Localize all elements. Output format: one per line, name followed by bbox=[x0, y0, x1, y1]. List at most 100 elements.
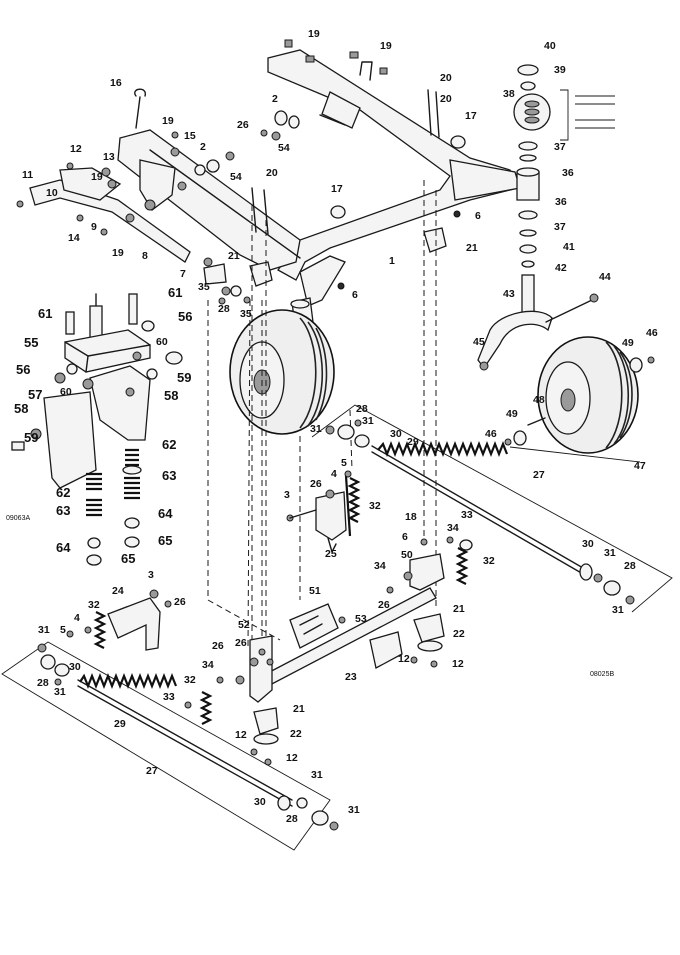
callout-62: 62 bbox=[162, 437, 176, 452]
callout-64: 64 bbox=[158, 506, 173, 521]
callout-28: 28 bbox=[218, 303, 230, 315]
callout-1: 1 bbox=[389, 255, 395, 267]
callout-38: 38 bbox=[503, 88, 515, 100]
callout-21: 21 bbox=[466, 242, 478, 254]
callout-24: 24 bbox=[112, 585, 124, 597]
callout-62: 62 bbox=[56, 485, 70, 500]
callout-29: 29 bbox=[407, 436, 419, 448]
callout-11: 11 bbox=[22, 169, 33, 181]
callout-6: 6 bbox=[402, 531, 408, 543]
callout-12: 12 bbox=[70, 143, 82, 155]
callout-12: 12 bbox=[235, 729, 247, 741]
callout-23: 23 bbox=[345, 671, 357, 683]
callout-30: 30 bbox=[582, 538, 594, 550]
upper-right-spring-rod bbox=[311, 404, 673, 613]
main-drawing-code: 08025B bbox=[590, 671, 614, 678]
callout-5: 5 bbox=[341, 457, 347, 469]
inset-seat-suspension bbox=[11, 293, 183, 566]
callout-56: 56 bbox=[16, 362, 30, 377]
callout-55: 55 bbox=[24, 335, 38, 350]
assembly-leader-lines bbox=[207, 180, 437, 700]
callout-25: 25 bbox=[325, 548, 337, 560]
callout-22: 22 bbox=[453, 628, 465, 640]
callout-28: 28 bbox=[624, 560, 636, 572]
callout-36: 36 bbox=[562, 167, 574, 179]
callout-26: 26 bbox=[378, 599, 390, 611]
callout-47: 47 bbox=[634, 460, 646, 472]
lower-left-lift-arm bbox=[66, 589, 279, 766]
callout-37: 37 bbox=[554, 221, 566, 233]
lower-left-spring-rod bbox=[1, 641, 339, 851]
callout-7: 7 bbox=[180, 268, 186, 280]
callout-60: 60 bbox=[60, 386, 72, 398]
inset-drawing-code: 09063A bbox=[6, 515, 30, 522]
callout-18: 18 bbox=[405, 511, 417, 523]
callout-15: 15 bbox=[184, 130, 196, 142]
callout-32: 32 bbox=[369, 500, 381, 512]
callout-37: 37 bbox=[554, 141, 566, 153]
callout-34: 34 bbox=[202, 659, 214, 671]
callout-46: 46 bbox=[485, 428, 497, 440]
callout-58: 58 bbox=[14, 401, 28, 416]
callout-32: 32 bbox=[88, 599, 100, 611]
callout-59: 59 bbox=[177, 370, 191, 385]
callout-31: 31 bbox=[54, 686, 66, 698]
callout-63: 63 bbox=[162, 468, 176, 483]
callout-46: 46 bbox=[646, 327, 658, 339]
callout-20: 20 bbox=[440, 72, 452, 84]
callout-29: 29 bbox=[114, 718, 126, 730]
callout-31: 31 bbox=[311, 769, 323, 781]
callout-30: 30 bbox=[390, 428, 402, 440]
right-lift-arm bbox=[286, 470, 473, 594]
callout-54: 54 bbox=[278, 142, 290, 154]
callout-27: 27 bbox=[146, 765, 158, 777]
callout-2: 2 bbox=[272, 93, 278, 105]
callout-8: 8 bbox=[142, 250, 148, 262]
callout-21: 21 bbox=[293, 703, 305, 715]
callout-32: 32 bbox=[184, 674, 196, 686]
callout-34: 34 bbox=[447, 522, 459, 534]
callout-3: 3 bbox=[148, 569, 154, 581]
callout-30: 30 bbox=[254, 796, 266, 808]
callout-31: 31 bbox=[612, 604, 624, 616]
callout-60: 60 bbox=[156, 336, 168, 348]
callout-41: 41 bbox=[563, 241, 575, 253]
callout-56: 56 bbox=[178, 309, 192, 324]
callout-26: 26 bbox=[174, 596, 186, 608]
callout-27: 27 bbox=[533, 469, 545, 481]
callout-31: 31 bbox=[604, 547, 616, 559]
callout-31: 31 bbox=[310, 423, 322, 435]
callout-44: 44 bbox=[599, 271, 611, 283]
callout-30: 30 bbox=[69, 661, 81, 673]
callout-54: 54 bbox=[230, 171, 242, 183]
callout-35: 35 bbox=[198, 281, 210, 293]
callout-4: 4 bbox=[331, 468, 337, 480]
callout-45: 45 bbox=[473, 336, 485, 348]
callout-39: 39 bbox=[554, 64, 566, 76]
callout-14: 14 bbox=[68, 232, 80, 244]
callout-17: 17 bbox=[331, 183, 343, 195]
callout-26: 26 bbox=[212, 640, 224, 652]
callout-49: 49 bbox=[506, 408, 518, 420]
callout-57: 57 bbox=[28, 387, 42, 402]
callout-53: 53 bbox=[355, 613, 367, 625]
callout-43: 43 bbox=[503, 288, 515, 300]
callout-12: 12 bbox=[452, 658, 464, 670]
callout-31: 31 bbox=[348, 804, 360, 816]
callout-5: 5 bbox=[60, 624, 66, 636]
callout-26: 26 bbox=[310, 478, 322, 490]
callout-22: 22 bbox=[290, 728, 302, 740]
callout-19: 19 bbox=[112, 247, 124, 259]
callout-19: 19 bbox=[380, 40, 392, 52]
callout-64: 64 bbox=[56, 540, 71, 555]
callout-58: 58 bbox=[164, 388, 178, 403]
callout-33: 33 bbox=[163, 691, 175, 703]
callout-32: 32 bbox=[483, 555, 495, 567]
callout-35: 35 bbox=[240, 308, 252, 320]
callout-20: 20 bbox=[266, 167, 278, 179]
callout-65: 65 bbox=[121, 551, 135, 566]
callout-42: 42 bbox=[555, 262, 567, 274]
callout-48: 48 bbox=[533, 394, 545, 406]
